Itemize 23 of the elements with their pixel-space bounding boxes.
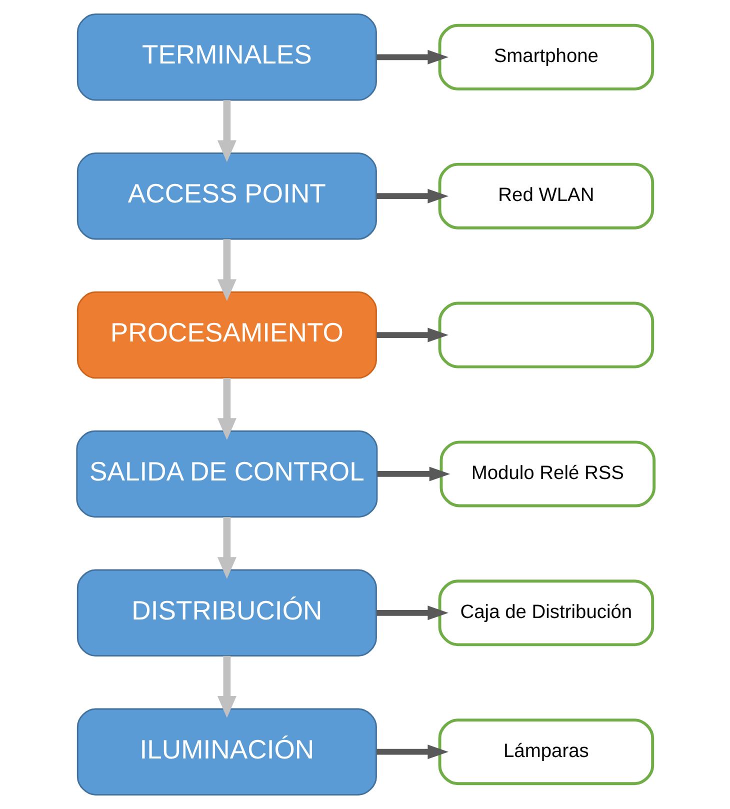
node-box: SALIDA DE CONTROL <box>76 430 378 518</box>
arrow <box>216 100 236 162</box>
node-box: TERMINALES <box>76 14 376 101</box>
arrow <box>376 606 448 620</box>
arrow <box>216 239 236 302</box>
arrow <box>216 656 236 718</box>
node-box: ACCESS POINT <box>76 152 376 240</box>
arrow <box>376 328 448 342</box>
node-box: DISTRIBUCIÓN <box>76 569 376 656</box>
node-box: Lámparas <box>438 718 654 786</box>
arrow <box>376 744 448 760</box>
node-box: PROCESAMIENTO <box>76 291 376 379</box>
arrow <box>376 188 448 204</box>
node-box: ILUMINACIÓN <box>76 708 376 796</box>
node-box: Caja de Distribución <box>438 580 654 646</box>
node-box: Modulo Relé RSS <box>439 440 656 508</box>
arrow <box>216 516 236 579</box>
arrow <box>216 378 236 440</box>
node-box <box>438 302 654 368</box>
node-box: Red WLAN <box>438 162 654 230</box>
arrow <box>376 50 448 64</box>
node-box: Smartphone <box>438 24 654 90</box>
arrow <box>376 466 450 482</box>
